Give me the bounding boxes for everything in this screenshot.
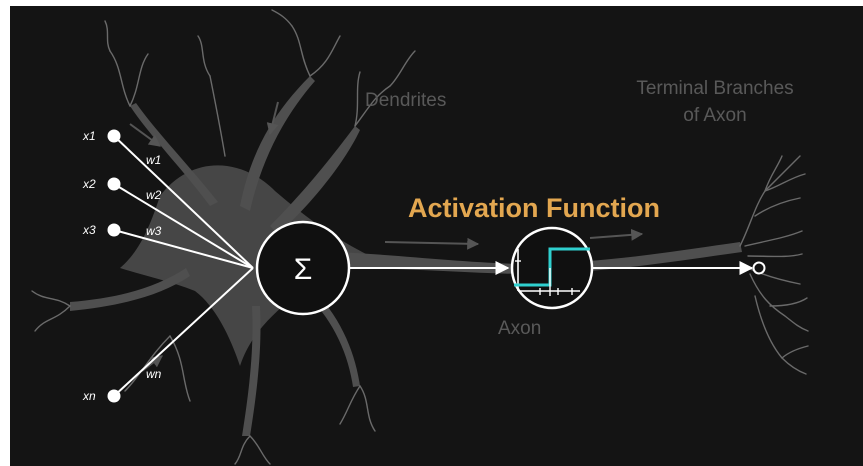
input-label-x2: x2: [82, 177, 96, 191]
input-label-x1: x1: [82, 129, 96, 143]
input-wires: [113, 135, 254, 397]
wire-x2: [113, 183, 254, 269]
terminal-branches-label-line1: Terminal Branches: [636, 78, 793, 99]
neuron-diagram: x1 x2 x3 xn w1 w2 w3 wn Σ Dendrites Term…: [10, 6, 863, 466]
input-node-xn: [107, 389, 121, 403]
input-node-x1: [107, 129, 121, 143]
activation-function-title: Activation Function: [408, 193, 660, 223]
weight-label-w2: w2: [146, 188, 162, 202]
dendrite-branches: [31, 9, 416, 465]
terminal-branches: [739, 155, 809, 375]
page-corner: [0, 452, 10, 466]
wire-x3: [113, 229, 254, 269]
terminal-branches-label-line2: of Axon: [683, 105, 746, 126]
input-node-x3: [107, 223, 121, 237]
input-node-x2: [107, 177, 121, 191]
input-label-xn: xn: [82, 389, 96, 403]
output-terminal-icon: [752, 261, 766, 275]
sum-symbol: Σ: [294, 253, 313, 286]
wire-x1: [113, 135, 254, 269]
dendrites-label: Dendrites: [365, 90, 446, 111]
axon-label: Axon: [498, 318, 541, 339]
step-function-icon: [510, 226, 594, 310]
weight-label-w1: w1: [146, 153, 161, 167]
summation-node-icon: Σ: [255, 220, 351, 316]
weight-label-w3: w3: [146, 224, 162, 238]
weight-label-wn: wn: [146, 367, 162, 381]
neuron-body: [70, 76, 742, 436]
input-label-x3: x3: [82, 223, 96, 237]
wire-xn: [113, 267, 254, 397]
input-nodes: [107, 129, 121, 403]
